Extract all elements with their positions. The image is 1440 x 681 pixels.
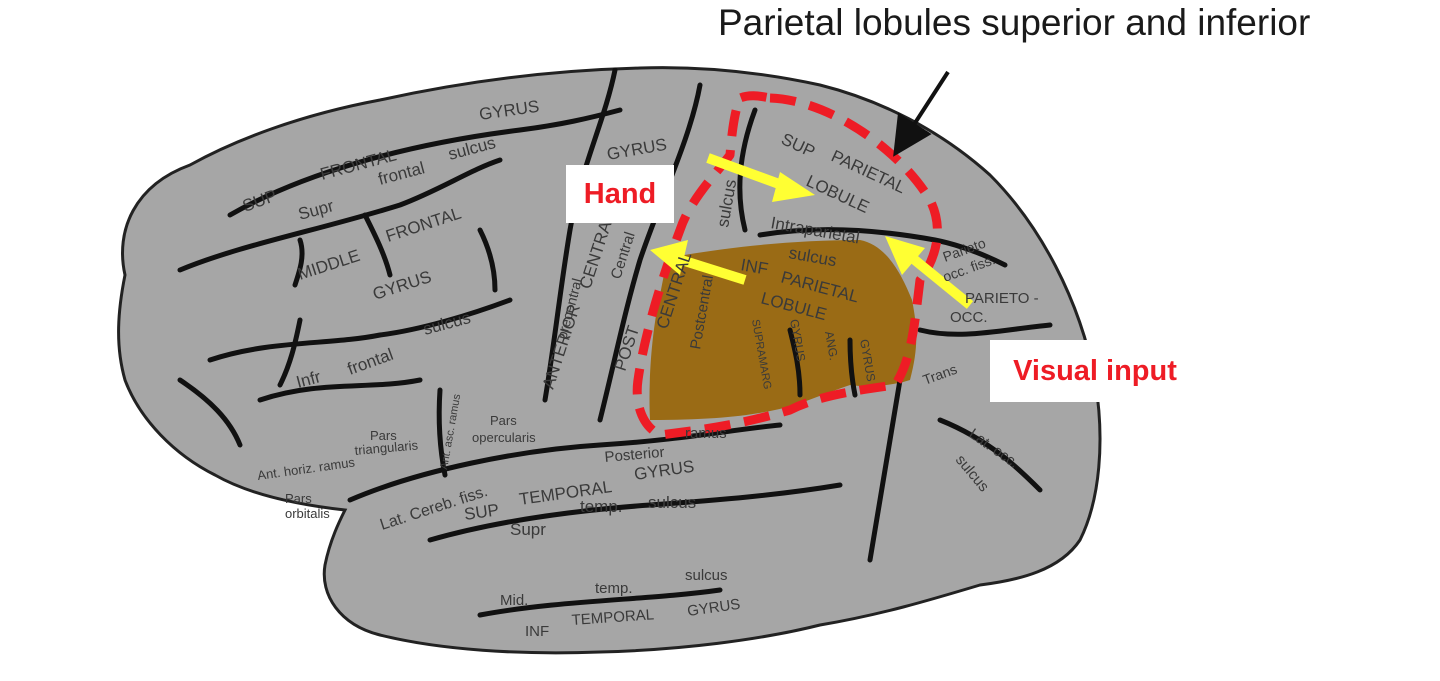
- label-supr-temp: Supr: [510, 520, 546, 539]
- visual-input-callout: Visual input: [990, 340, 1200, 402]
- label-pars-opercularis-1: Pars: [490, 413, 517, 428]
- label-posterior: Posterior: [604, 444, 665, 466]
- label-ang: ANG.: [822, 330, 841, 361]
- label-pars-orbitalis-2: orbitalis: [285, 506, 330, 521]
- label-temp-2: temp.: [595, 580, 633, 597]
- label-mid: Mid.: [500, 592, 528, 609]
- label-sup-temporal-1: SUP: [463, 500, 500, 524]
- label-parieto-occ: PARIETO -: [965, 290, 1039, 307]
- label-sulcus-temp: sulcus: [648, 493, 696, 512]
- label-inf: INF: [739, 255, 769, 278]
- label-temporal-2: TEMPORAL: [571, 606, 655, 629]
- label-pars-orbitalis-1: Pars: [285, 491, 312, 506]
- label-temp-1: temp.: [580, 497, 623, 516]
- diagram-title: Parietal lobules superior and inferior: [718, 2, 1311, 43]
- label-inf-temporal: INF: [525, 623, 549, 640]
- label-sulcus-mid: sulcus: [685, 567, 728, 584]
- label-pars-triangularis-1: Pars: [370, 428, 397, 443]
- hand-callout: Hand: [566, 165, 674, 223]
- label-pars-triangularis-2: triangularis: [354, 437, 419, 458]
- label-ramus: ramus: [685, 425, 727, 442]
- label-occ: OCC.: [950, 309, 988, 326]
- yellow-arrows: [650, 153, 974, 309]
- sulci: [177, 67, 1053, 618]
- title-pointer-arrow: [893, 70, 950, 157]
- parietal-dashed-outline: [632, 91, 942, 440]
- label-pars-opercularis-2: opercularis: [472, 430, 536, 445]
